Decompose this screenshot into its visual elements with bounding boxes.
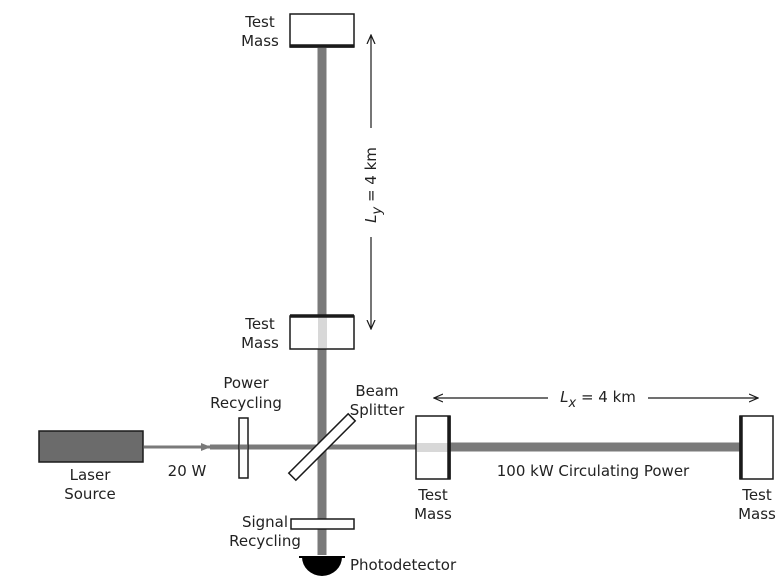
test-mass-y-input-label-line2: Mass: [241, 334, 279, 352]
test-mass-x-input-label-line2: Mass: [414, 505, 452, 523]
laser-source: [38, 430, 144, 463]
test-mass-y-end: [289, 13, 355, 48]
test-mass-x-input-label-line1: Test: [417, 486, 448, 504]
test-mass-y-input-beam-passage: [318, 317, 327, 348]
test-mass-x-end-label-line2: Mass: [738, 505, 776, 523]
photodetector-icon: [302, 557, 342, 576]
ly-dimension-label: Ly = 4 km: [362, 147, 385, 223]
power-recycling-label-line2: Recycling: [210, 394, 282, 412]
test-mass-y-input-label-line1: Test: [244, 315, 275, 333]
test-mass-y-end-label-line2: Mass: [241, 32, 279, 50]
power-recycling-label-line1: Power: [223, 374, 269, 392]
circulating-power-label: 100 kW Circulating Power: [497, 462, 690, 480]
signal-recycling-label-line2: Recycling: [229, 532, 301, 550]
photodetector-label: Photodetector: [350, 556, 457, 574]
test-mass-x-end-label-line1: Test: [741, 486, 772, 504]
laser-power-label: 20 W: [168, 462, 207, 480]
laser-source-label-line2: Source: [64, 485, 116, 503]
signal-recycling-label-line1: Signal: [242, 513, 288, 531]
beam-splitter: [287, 412, 357, 482]
beam-splitter-label-line1: Beam: [355, 382, 398, 400]
laser-source-label-line1: Laser: [70, 466, 112, 484]
test-mass-x-input-beam-passage: [417, 443, 448, 452]
lx-dimension-label: Lx = 4 km: [560, 388, 636, 411]
test-mass-y-end-label-line1: Test: [244, 13, 275, 31]
beam-splitter-label-line2: Splitter: [350, 401, 405, 419]
test-mass-x-end: [739, 415, 774, 480]
signal-recycling-mirror: [290, 518, 355, 530]
